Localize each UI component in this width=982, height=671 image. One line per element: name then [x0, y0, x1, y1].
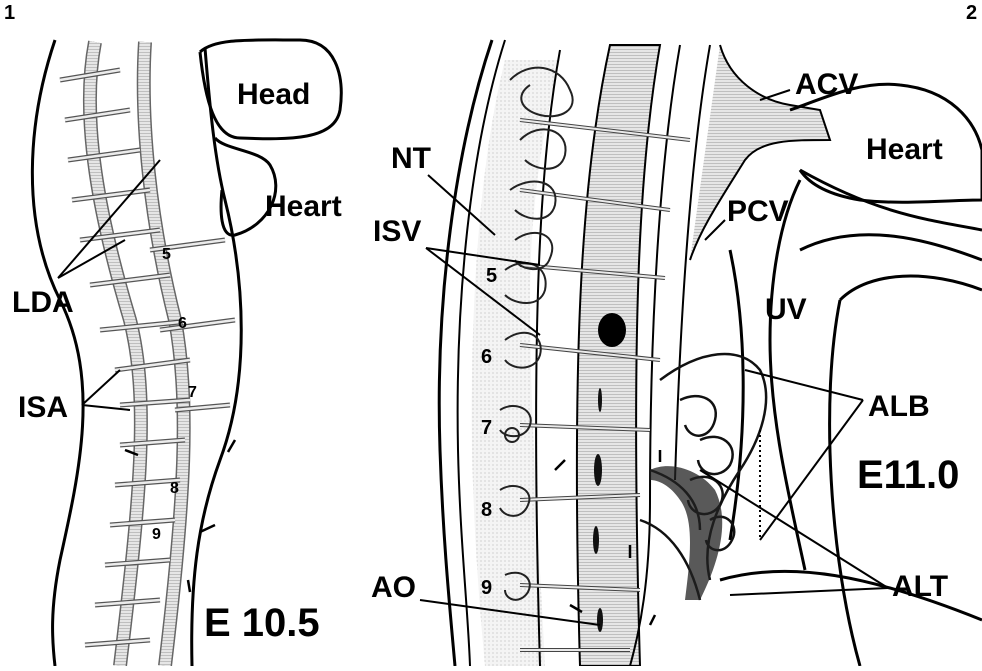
p2-segment-7: 7 [481, 418, 492, 438]
p1-segment-7: 7 [188, 385, 197, 401]
p1-segment-9: 9 [152, 527, 161, 543]
label-alt: ALT [892, 572, 948, 602]
label-uv: UV [765, 295, 807, 325]
label-lda: LDA [12, 288, 74, 318]
p1-segment-5: 5 [162, 247, 171, 263]
label-ao: AO [371, 573, 416, 603]
panel-1-number: 1 [4, 3, 15, 23]
label-alb: ALB [868, 392, 930, 422]
stage-label-p2: E11.0 [857, 455, 959, 495]
stage-label-p1: E 10.5 [204, 603, 320, 643]
p2-curve-4 [830, 300, 860, 666]
p2-curve-2 [800, 235, 982, 260]
p2-segment-9: 9 [481, 578, 492, 598]
label-pcv: PCV [727, 197, 789, 227]
p2-heart-lower [770, 180, 805, 570]
label-head: Head [237, 80, 310, 110]
p2-curve-3 [840, 276, 982, 300]
lda-right-fill [144, 42, 184, 666]
p2-segment-6: 6 [481, 347, 492, 367]
p1-segment-8: 8 [170, 481, 179, 497]
label-nt: NT [391, 144, 431, 174]
label-isv: ISV [373, 217, 421, 247]
panel-2-number: 2 [966, 3, 977, 23]
p2-segment-8: 8 [481, 500, 492, 520]
allantois-dark [650, 466, 722, 600]
label-heart-p2: Heart [866, 135, 943, 165]
label-isa: ISA [18, 393, 68, 423]
p1-segment-6: 6 [178, 316, 187, 332]
panel-1 [32, 40, 341, 666]
embryo-outline-left [32, 40, 83, 666]
p2-segment-5: 5 [486, 266, 497, 286]
p2-vessel-c [675, 45, 710, 480]
dark-structure [598, 313, 626, 347]
label-heart-p1: Heart [265, 192, 342, 222]
label-acv: ACV [795, 70, 858, 100]
